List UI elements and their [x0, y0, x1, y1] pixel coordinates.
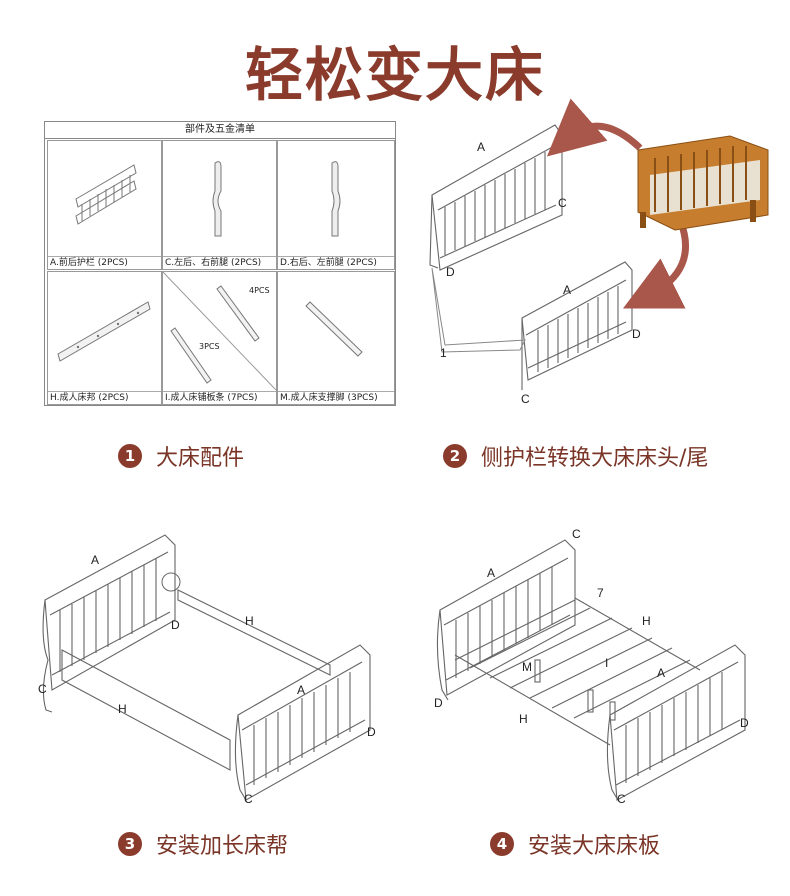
part-caption: D.右后、左前腿 (2PCS) [278, 256, 394, 269]
page-title: 轻松变大床 [244, 41, 545, 109]
label-d: D [740, 716, 749, 730]
part-cell-m: M.成人床支撑脚 (3PCS) [277, 271, 395, 405]
label-a: A [91, 553, 100, 567]
label-c: C [572, 527, 581, 541]
leg-c-drawing [212, 161, 222, 237]
label-c: C [521, 392, 530, 406]
label-h: H [519, 712, 528, 726]
part-cell-c: C.左后、右前腿 (2PCS) [162, 140, 277, 270]
step-label: 安装加长床帮 [156, 834, 289, 859]
label-a: A [297, 683, 306, 697]
parts-table-header: 部件及五金清单 [45, 122, 395, 139]
part-caption: C.左后、右前腿 (2PCS) [163, 256, 276, 269]
label-a: A [657, 666, 666, 680]
leg-d-drawing [331, 161, 341, 237]
part-caption: M.成人床支撑脚 (3PCS) [278, 391, 394, 404]
step-number: 2 [443, 444, 467, 468]
support-leg-drawing [305, 301, 363, 357]
label-c: C [558, 196, 567, 210]
label-c: C [244, 792, 253, 806]
label-d: D [434, 696, 443, 710]
label-7: 7 [597, 586, 604, 600]
part-cell-i: 4PCS 3PCS I.成人床铺板条 (7PCS) [162, 271, 277, 405]
step-2-caption: 2 侧护栏转换大床床头/尾 [443, 440, 708, 472]
step-label: 大床配件 [156, 446, 245, 471]
part-caption: H.成人床邦 (2PCS) [48, 391, 161, 404]
label-a: A [477, 140, 486, 154]
part-caption: I.成人床铺板条 (7PCS) [163, 391, 276, 404]
label-d: D [367, 725, 376, 739]
label-h: H [642, 614, 651, 628]
label-h: H [118, 702, 127, 716]
guard-rail-drawing [75, 164, 137, 225]
crib-photo [637, 135, 769, 231]
step-number: 3 [118, 832, 142, 856]
label-a: A [563, 283, 572, 297]
qty-mark: 3PCS [199, 342, 220, 351]
label-c: C [38, 682, 47, 696]
label-1: 1 [440, 346, 447, 360]
part-cell-h: H.成人床邦 (2PCS) [47, 271, 162, 405]
bed-side-rail-drawing [57, 301, 151, 362]
label-c: C [617, 792, 626, 806]
step-number: 1 [118, 444, 142, 468]
step-1-caption: 1 大床配件 [118, 440, 244, 472]
label-i: I [605, 656, 609, 670]
step-4-caption: 4 安装大床床板 [490, 828, 660, 860]
rail-a-upper [429, 124, 563, 271]
part-cell-d: D.右后、左前腿 (2PCS) [277, 140, 395, 270]
label-d: D [446, 265, 455, 279]
step-number: 4 [490, 832, 514, 856]
parts-table: 部件及五金清单 A.前后护栏 (2PCS) C.左后、右前腿 (2PCS) D.… [44, 121, 396, 406]
step-label: 侧护栏转换大床床头/尾 [481, 446, 709, 471]
label-a: A [487, 566, 496, 580]
label-m: M [522, 660, 532, 674]
step-3-caption: 3 安装加长床帮 [118, 828, 288, 860]
part-cell-a: A.前后护栏 (2PCS) [47, 140, 162, 270]
part-caption: A.前后护栏 (2PCS) [48, 256, 161, 269]
label-d: D [632, 327, 641, 341]
label-d: D [171, 618, 180, 632]
label-h: H [245, 614, 254, 628]
bed-slat-drawing [163, 272, 276, 390]
qty-mark: 4PCS [249, 286, 270, 295]
step-label: 安装大床床板 [528, 834, 661, 859]
